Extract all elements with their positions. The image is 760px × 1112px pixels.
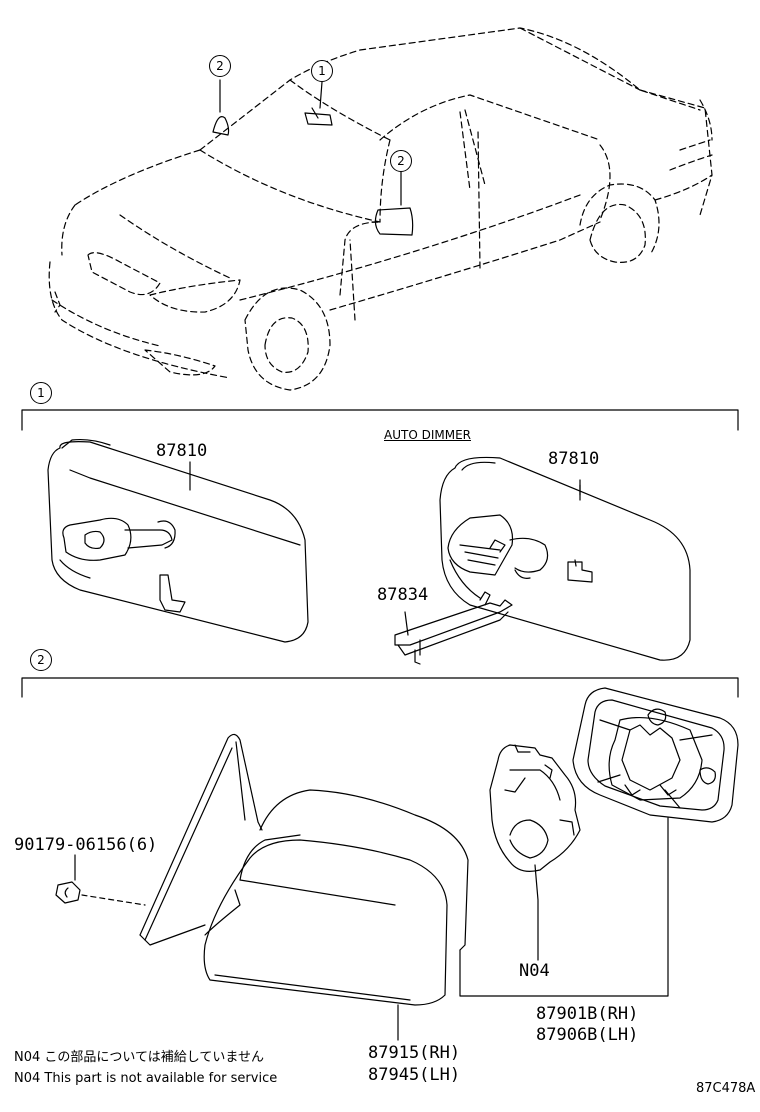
part-87945-lh: 87945(LH)	[368, 1065, 461, 1085]
mirror-glass-drawing	[572, 687, 739, 823]
part-90179-nut: 90179-06156(6)	[14, 835, 158, 855]
part-87810-standard: 87810	[156, 441, 208, 461]
section1-bracket	[21, 409, 739, 431]
outer-mirror-drawing	[55, 733, 669, 1041]
inner-mirror-standard-drawing	[47, 438, 309, 643]
part-87915-rh: 87915(RH)	[368, 1043, 461, 1063]
callout-ref2-top-left: 2	[209, 55, 231, 77]
cover-87834-drawing	[394, 591, 513, 665]
section1-marker: 1	[30, 382, 52, 404]
callout-ref1-roof: 1	[311, 60, 333, 82]
part-87810-auto: 87810	[548, 449, 600, 469]
part-87906b-lh: 87906B(LH)	[536, 1025, 639, 1045]
part-n04: N04	[519, 961, 550, 981]
auto-dimmer-label: AUTO DIMMER	[384, 428, 471, 442]
part-87834: 87834	[377, 585, 429, 605]
section2-marker: 2	[30, 649, 52, 671]
figure-code: 87C478A	[696, 1081, 756, 1096]
inner-mirror-auto-drawing	[439, 456, 691, 661]
mirror-motor-drawing	[489, 744, 581, 961]
callout-ref2-side: 2	[390, 150, 412, 172]
section2-bracket	[21, 677, 739, 698]
note-japanese: N04 この部品については補給していません	[14, 1050, 264, 1065]
note-english: N04 This part is not available for servi…	[14, 1071, 278, 1086]
part-87901b-rh: 87901B(RH)	[536, 1004, 639, 1024]
vehicle-illustration	[48, 27, 713, 391]
